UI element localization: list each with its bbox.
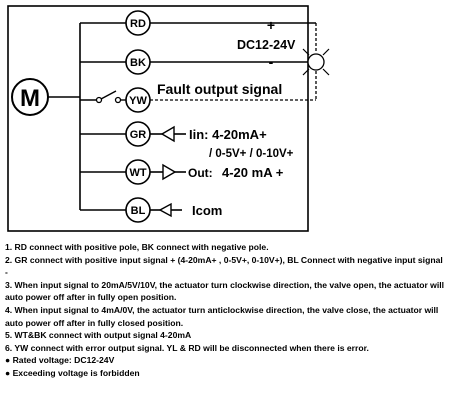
relay-contact-left: [95, 96, 103, 104]
terminal-bk-label: BK: [130, 57, 146, 69]
wiring-diagram: M + DC12-24V - Fault output signal Iin: …: [7, 5, 330, 232]
terminal-rd: RD: [125, 10, 151, 36]
terminal-yw-label: YW: [129, 95, 147, 107]
note-item: 3. When input signal to 20mA/5V/10V, the…: [5, 279, 445, 303]
terminal-wt: WT: [125, 159, 151, 185]
input-voltage-label: / 0-5V+ / 0-10V+: [209, 148, 294, 160]
lamp-ray-nw: [302, 48, 310, 56]
note-item: 4. When input signal to 4mA/0V, the actu…: [5, 304, 439, 328]
fault-output-label: Fault output signal: [157, 81, 282, 97]
note-item: 5. WT&BK connect with output signal 4-20…: [5, 330, 192, 341]
input-arrow-icon: [160, 125, 175, 143]
terminal-wt-label: WT: [129, 167, 146, 179]
lamp-ray-se: [322, 68, 330, 76]
note-item: ● Exceeding voltage is forbidden: [5, 367, 140, 378]
motor-label: M: [20, 85, 40, 112]
output-value-label: 4-20 mA +: [222, 165, 284, 180]
common-arrow-icon: [158, 202, 172, 218]
relay-contact-right: [114, 96, 122, 104]
motor-symbol: [11, 78, 49, 116]
input-current-label: Iin: 4-20mA+: [189, 127, 267, 142]
terminal-bl-label: BL: [131, 205, 146, 217]
note-item: ● Rated voltage: DC12-24V: [5, 355, 115, 366]
lamp-ray-ne: [322, 48, 330, 56]
wiring-notes: 1. RD connect with positive pole, BK con…: [5, 241, 447, 380]
terminal-bk: BK: [125, 49, 151, 75]
common-label: Icom: [192, 203, 222, 218]
lamp-icon: [307, 53, 325, 71]
output-arrow-icon: [162, 163, 177, 181]
terminal-bl: BL: [125, 197, 151, 223]
relay-blade: [100, 90, 117, 100]
terminal-gr: GR: [125, 121, 151, 147]
note-item: 1. RD connect with positive pole, BK con…: [5, 242, 269, 252]
supply-voltage-label: DC12-24V: [237, 38, 296, 52]
terminal-yw: YW: [125, 87, 151, 113]
negative-sign: -: [269, 54, 274, 70]
lamp-ray-sw: [302, 68, 310, 76]
terminal-gr-label: GR: [130, 129, 147, 141]
diagram-frame: [7, 5, 309, 232]
note-item: 2. GR connect with positive input signal…: [5, 254, 443, 278]
terminal-rd-label: RD: [130, 18, 146, 30]
note-item: 6. YW connect with error output signal. …: [5, 342, 369, 353]
output-prefix-label: Out:: [188, 166, 213, 180]
positive-sign: +: [267, 17, 275, 33]
